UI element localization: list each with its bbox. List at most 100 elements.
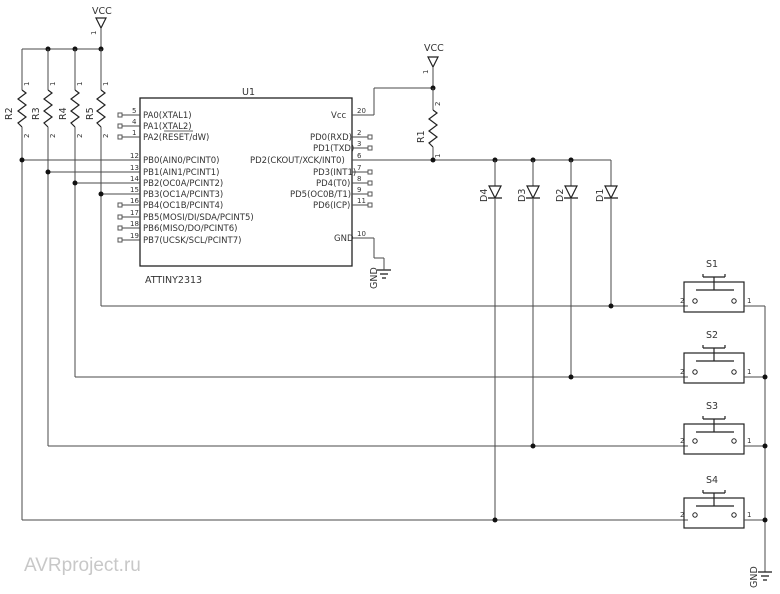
ic-pin-pd0: 2 PD0(RXD) (310, 129, 373, 143)
gnd-symbol-ic: GND (369, 238, 391, 289)
r4-ref: R4 (58, 107, 69, 120)
resistor-r4: R4 1 2 (58, 49, 84, 377)
resistor-r2: R2 1 2 (4, 49, 31, 520)
svg-text:4: 4 (132, 118, 137, 126)
svg-text:PD6(ICP): PD6(ICP) (313, 201, 350, 211)
junction (762, 374, 768, 380)
svg-text:PA2(RESET/dW): PA2(RESET/dW) (143, 133, 209, 143)
svg-text:1: 1 (132, 129, 136, 137)
ic-pin-pa2: 1 PA2(RESET/dW) (117, 129, 209, 143)
svg-text:PD4(T0): PD4(T0) (316, 179, 350, 189)
svg-text:1: 1 (422, 70, 430, 74)
ic-u1: U1 ATTINY2313 5 PA0(XTAL1) 4 PA1(XTAL2) … (117, 87, 374, 286)
diode-d3: D3 (517, 160, 540, 446)
svg-text:2: 2 (434, 102, 442, 106)
svg-text:2: 2 (102, 134, 110, 138)
svg-text:PD1(TXD): PD1(TXD) (313, 144, 354, 154)
junction (98, 191, 104, 197)
svg-text:GND: GND (334, 234, 354, 244)
svg-text:1: 1 (747, 297, 751, 305)
ic-part: ATTINY2313 (145, 275, 202, 286)
svg-text:1: 1 (747, 437, 751, 445)
vcc-symbol-top: VCC 1 (90, 6, 112, 49)
d4-ref: D4 (479, 189, 490, 202)
svg-text:11: 11 (357, 197, 366, 205)
gnd-symbol-right: GND (749, 566, 772, 588)
svg-text:2: 2 (23, 134, 31, 138)
svg-text:2: 2 (680, 368, 684, 376)
resistor-r5: R5 1 2 (85, 49, 110, 306)
vcc-symbol-right: VCC 1 (422, 43, 444, 88)
svg-text:PD3(INT1): PD3(INT1) (313, 168, 356, 178)
svg-text:2: 2 (76, 134, 84, 138)
svg-text:14: 14 (130, 175, 139, 183)
d1-ref: D1 (595, 189, 606, 202)
svg-text:1: 1 (747, 511, 751, 519)
d3-ref: D3 (517, 189, 528, 202)
svg-text:1: 1 (23, 82, 31, 86)
ic-pin-pd1: 3 PD1(TXD) (313, 140, 373, 154)
s3-ref: S3 (706, 401, 718, 412)
switch-s3: S3 2 1 (680, 401, 751, 455)
diode-d4: D4 (479, 160, 502, 520)
svg-text:PD5(OC0B/T1): PD5(OC0B/T1) (290, 190, 351, 200)
svg-text:PB6(MISO/DO/PCINT6): PB6(MISO/DO/PCINT6) (143, 224, 237, 234)
junction (430, 157, 436, 163)
junction (72, 180, 78, 186)
svg-text:PA1(XTAL2): PA1(XTAL2) (143, 122, 192, 132)
svg-text:15: 15 (130, 186, 139, 194)
svg-text:PB2(OC0A/PCINT2): PB2(OC0A/PCINT2) (143, 179, 223, 189)
junction (608, 303, 614, 309)
svg-text:PD0(RXD): PD0(RXD) (310, 133, 352, 143)
junction (568, 374, 574, 380)
r1-ref: R1 (416, 130, 427, 143)
svg-text:7: 7 (357, 164, 361, 172)
svg-text:PB7(UCSK/SCL/PCINT7): PB7(UCSK/SCL/PCINT7) (143, 236, 241, 246)
svg-text:9: 9 (357, 186, 361, 194)
svg-text:20: 20 (357, 107, 366, 115)
gnd-label-right: GND (749, 566, 760, 588)
junction (762, 443, 768, 449)
d2-ref: D2 (555, 189, 566, 202)
svg-text:2: 2 (357, 129, 361, 137)
switch-s4: S4 2 1 (680, 475, 751, 529)
junction (45, 169, 51, 175)
gnd-label-ic: GND (369, 267, 380, 289)
ic-pin-pd5: 9 PD5(OC0B/T1) (290, 186, 373, 200)
junction (492, 517, 498, 523)
resistor-r3: R3 1 2 (31, 49, 57, 446)
svg-text:12: 12 (130, 152, 139, 160)
junction (19, 157, 25, 163)
ic-body (139, 97, 353, 267)
svg-text:PB3(OC1A/PCINT3): PB3(OC1A/PCINT3) (143, 190, 223, 200)
svg-text:13: 13 (130, 164, 139, 172)
svg-text:1: 1 (747, 368, 751, 376)
junction (530, 443, 536, 449)
svg-text:PB1(AIN1/PCINT1): PB1(AIN1/PCINT1) (143, 168, 219, 178)
svg-text:PD2(CKOUT/XCK/INT0): PD2(CKOUT/XCK/INT0) (250, 156, 345, 166)
svg-text:1: 1 (90, 31, 98, 35)
svg-text:8: 8 (357, 175, 361, 183)
ic-pin-vcc: 20 Vcc (331, 107, 374, 121)
svg-text:1: 1 (49, 82, 57, 86)
svg-text:6: 6 (357, 152, 362, 160)
ic-pin-pd2: 6 PD2(CKOUT/XCK/INT0) (250, 152, 374, 166)
svg-text:2: 2 (680, 511, 684, 519)
svg-text:16: 16 (130, 197, 139, 205)
vcc-label-top: VCC (92, 6, 112, 17)
ic-pin-pa0: 5 PA0(XTAL1) (117, 107, 192, 121)
svg-text:19: 19 (130, 232, 139, 240)
ic-pin-pb1: 13 PB1(AIN1/PCINT1) (122, 164, 219, 178)
diode-d2: D2 (555, 160, 578, 377)
svg-text:17: 17 (130, 209, 139, 217)
svg-text:1: 1 (434, 154, 442, 158)
s1-ref: S1 (706, 259, 718, 270)
svg-text:2: 2 (680, 297, 684, 305)
svg-text:2: 2 (49, 134, 57, 138)
svg-text:10: 10 (357, 230, 366, 238)
ic-pin-pd4: 8 PD4(T0) (316, 175, 373, 189)
ic-pin-pd3: 7 PD3(INT1) (313, 164, 373, 178)
vcc-label-right: VCC (424, 43, 444, 54)
r5-ref: R5 (85, 107, 96, 120)
